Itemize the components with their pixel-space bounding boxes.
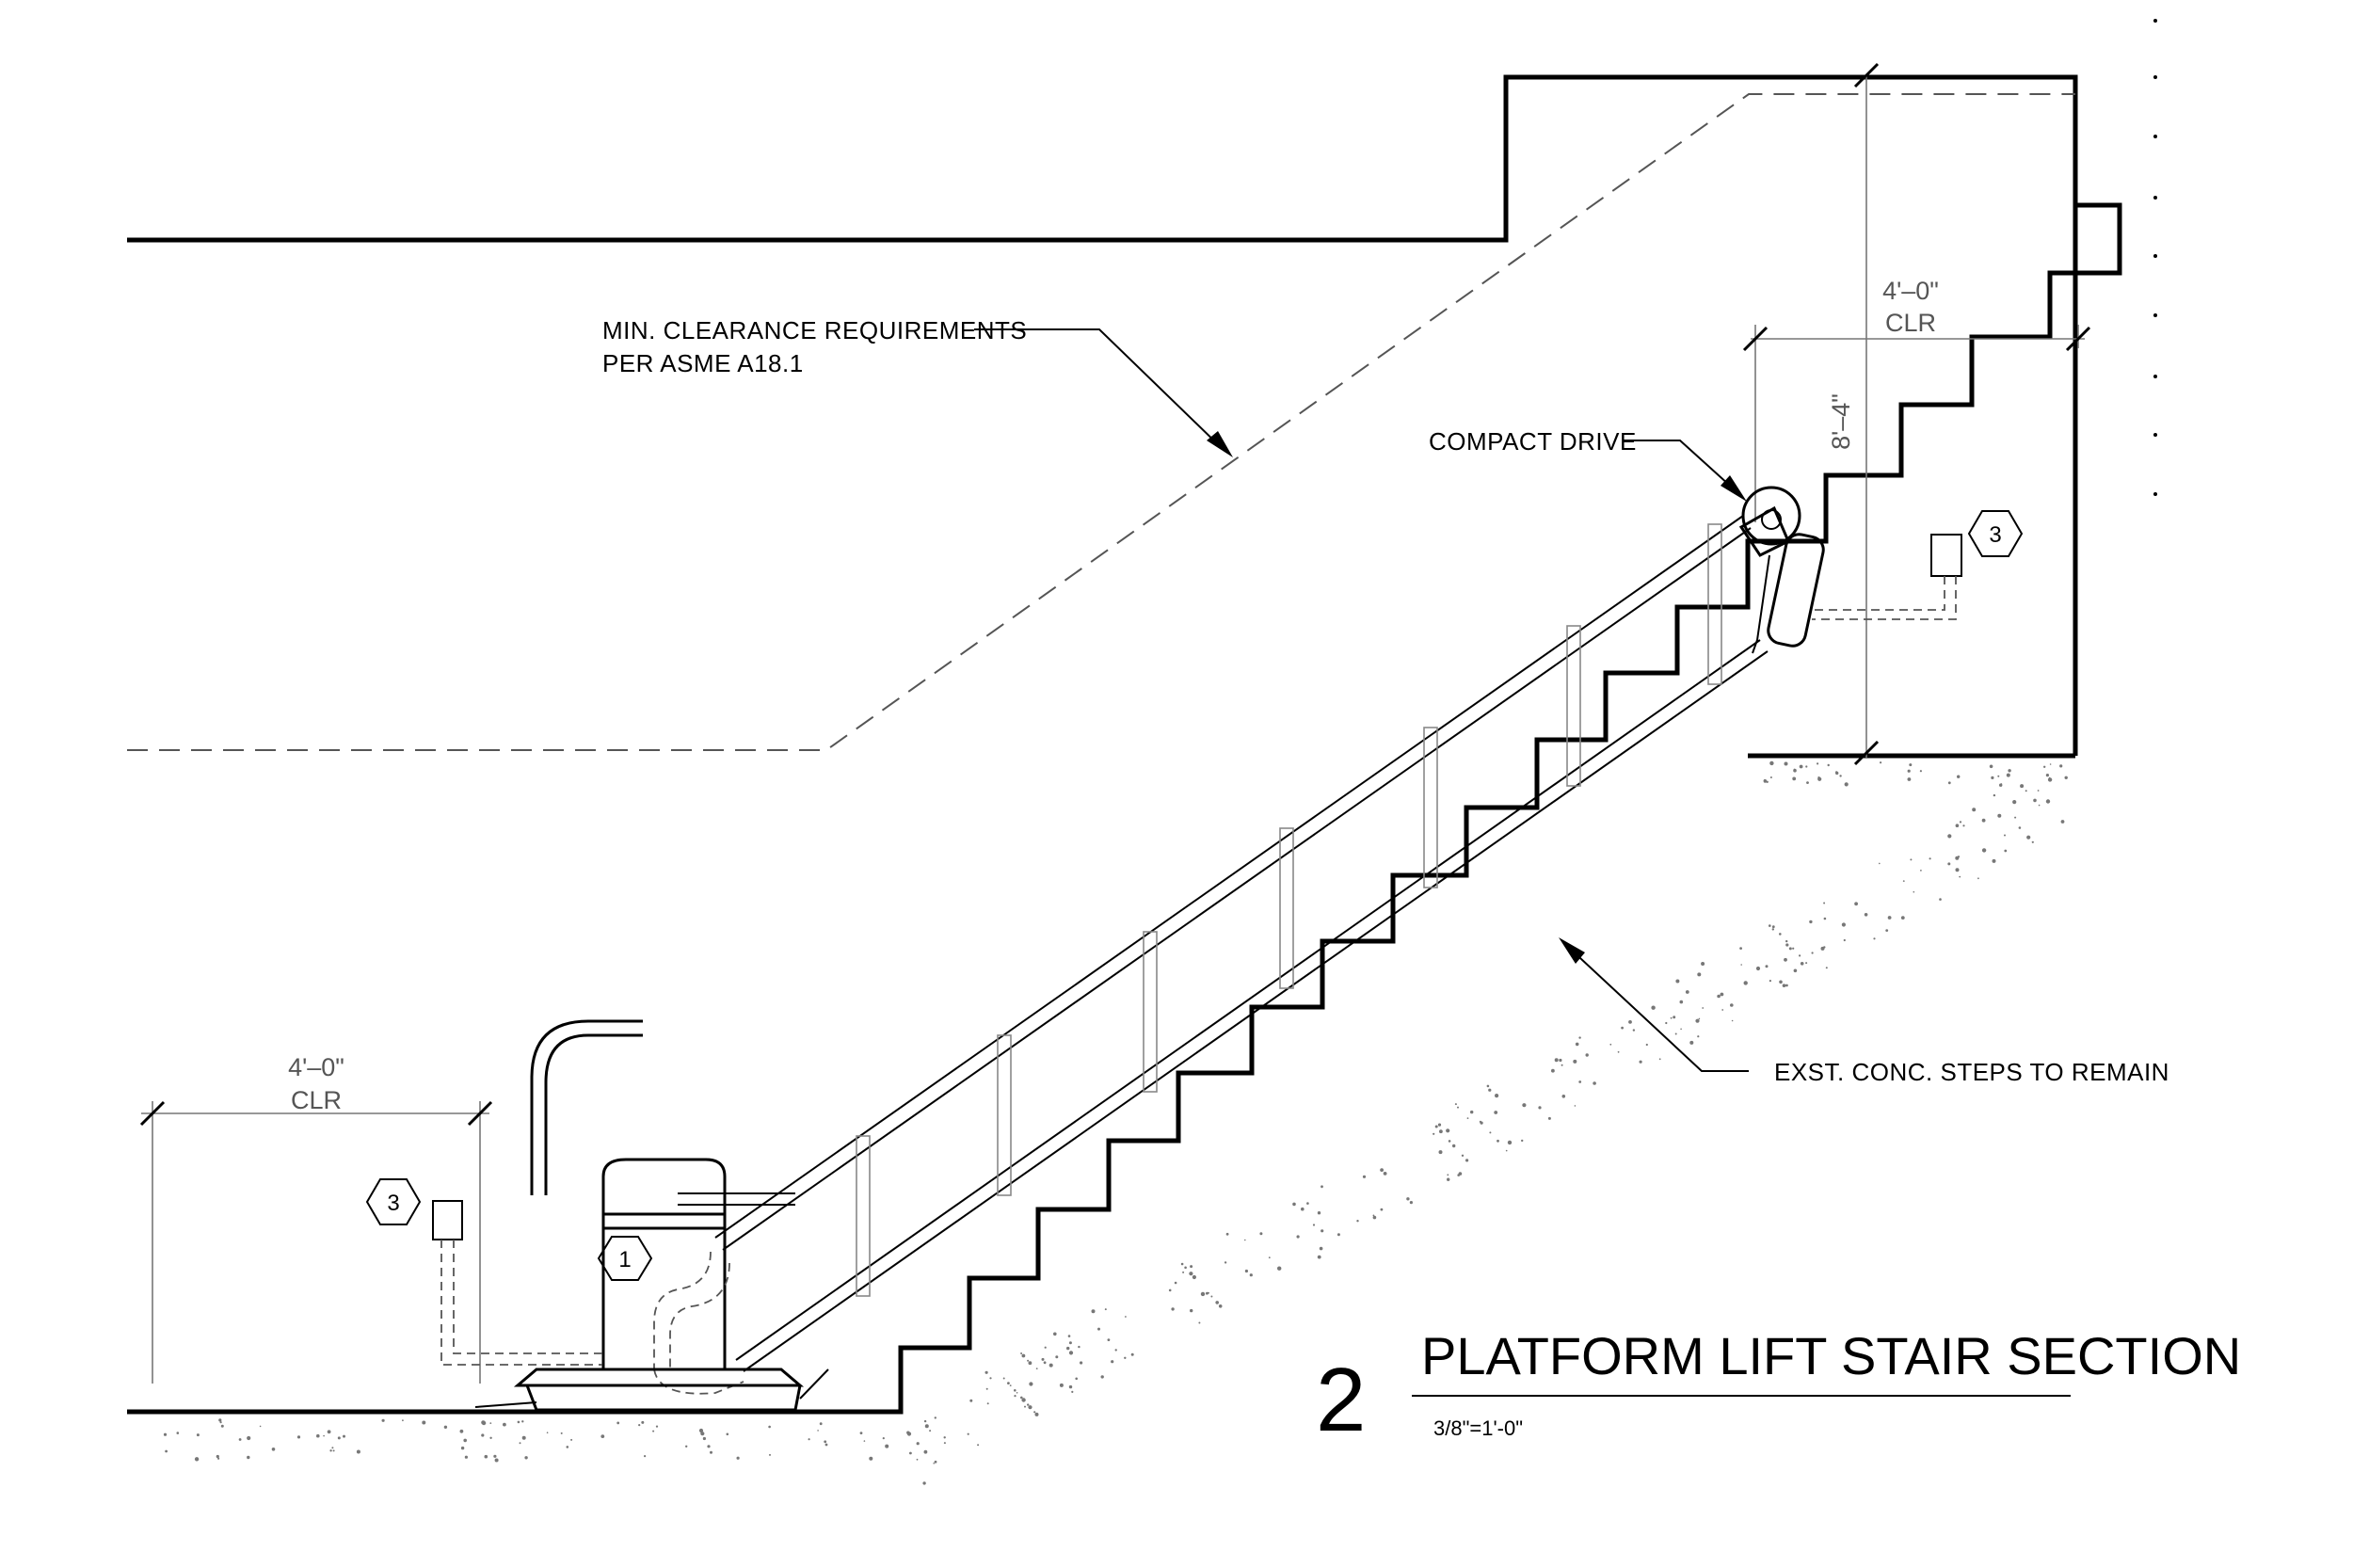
upper-control-station [1812,534,1962,620]
platform-lift-unit [474,1019,829,1412]
svg-text:8'–4": 8'–4" [1827,393,1855,450]
concrete-hatch [163,760,2068,1485]
lower-control-station [432,1200,602,1366]
upper-control-tag: 3 [1967,510,2024,557]
clearance-note-line1: MIN. CLEARANCE REQUIREMENTS [602,316,1027,344]
compact-drive-arrowhead [1721,475,1747,502]
clearance-envelope [127,93,2075,751]
compact-drive-note: COMPACT DRIVE [1429,427,1637,456]
svg-text:3: 3 [387,1191,399,1216]
lower-clearance-dimension: 4'–0" CLR [139,1053,493,1384]
clearance-arrowhead [1207,431,1233,457]
edge-marks [2153,19,2157,496]
detail-scale: 3/8"=1'-0" [1433,1416,1523,1440]
ceiling-outline [127,74,2078,756]
detail-title: PLATFORM LIFT STAIR SECTION [1421,1326,2241,1385]
svg-text:3: 3 [1989,522,2001,548]
svg-text:4'–0": 4'–0" [1882,277,1939,305]
upper-clearance-dimension: 4'–0" CLR [1742,277,2091,522]
steps-arrowhead [1559,937,1585,964]
svg-text:4'–0": 4'–0" [288,1053,344,1081]
lower-control-tag: 3 [365,1178,422,1225]
compact-drive-leader [1624,440,1740,495]
clearance-note-line2: PER ASME A18.1 [602,349,804,377]
svg-text:1: 1 [618,1247,631,1272]
compact-drive [1738,486,1825,654]
clearance-leader [974,328,1225,451]
height-dimension: 8'–4" [1827,62,1880,766]
title-block: 2 PLATFORM LIFT STAIR SECTION 3/8"=1'-0" [1316,1326,2241,1450]
lift-unit-tag: 1 [597,1236,653,1281]
steps-note: EXST. CONC. STEPS TO REMAIN [1774,1058,2169,1086]
steps-leader [1566,945,1749,1072]
detail-number: 2 [1316,1350,1366,1450]
lift-rail [714,515,1769,1372]
svg-text:CLR: CLR [291,1086,342,1114]
svg-text:CLR: CLR [1885,309,1936,337]
stair-profile [127,202,2122,1415]
